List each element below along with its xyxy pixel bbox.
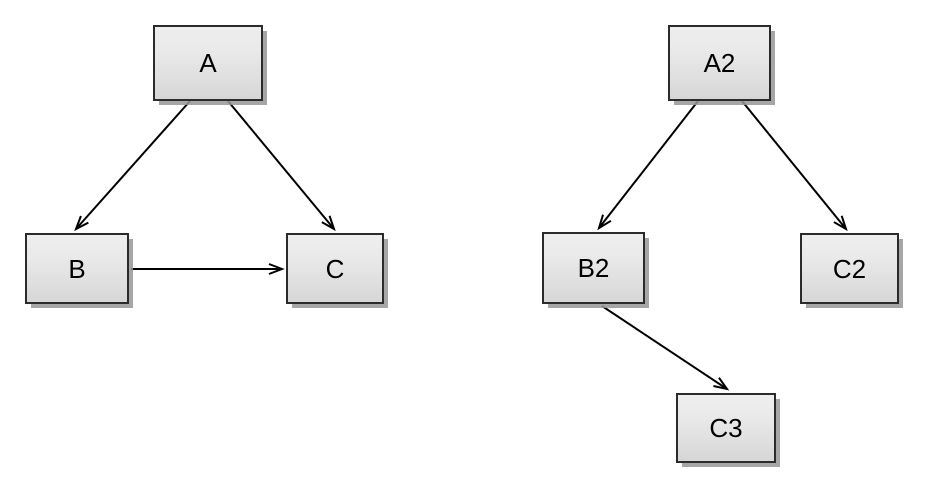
edge-line [227,100,335,230]
edge-line [601,305,728,390]
node-c2[interactable]: C2 [800,233,899,304]
node-c[interactable]: C [286,233,384,304]
edge-line [75,100,191,230]
node-label: C [325,253,345,284]
node-label: A2 [703,48,736,78]
node-c3[interactable]: C3 [676,393,776,463]
arrowhead-icon [713,377,730,391]
edge-line [741,100,847,230]
arrowhead-icon [833,215,848,232]
node-label: C2 [832,253,867,284]
arrowhead-icon [74,215,89,232]
arrowhead-icon [321,215,336,232]
node-a2[interactable]: A2 [668,25,771,101]
edge-b2-to-c3 [601,305,730,391]
arrowhead-icon [597,214,612,231]
node-b2[interactable]: B2 [542,232,645,304]
node-label: B [68,253,86,284]
node-a[interactable]: A [153,25,263,101]
edge-a2-to-b2 [597,100,699,231]
edge-line [598,100,699,229]
node-label: B2 [577,253,610,283]
edge-a-to-c [227,100,336,232]
node-b[interactable]: B [25,233,129,304]
node-label: C3 [709,413,743,443]
edge-b-to-c [131,263,285,275]
edge-a-to-b [74,100,191,232]
arrowhead-icon [268,263,285,275]
edge-a2-to-c2 [741,100,848,232]
node-label: A [199,48,217,78]
